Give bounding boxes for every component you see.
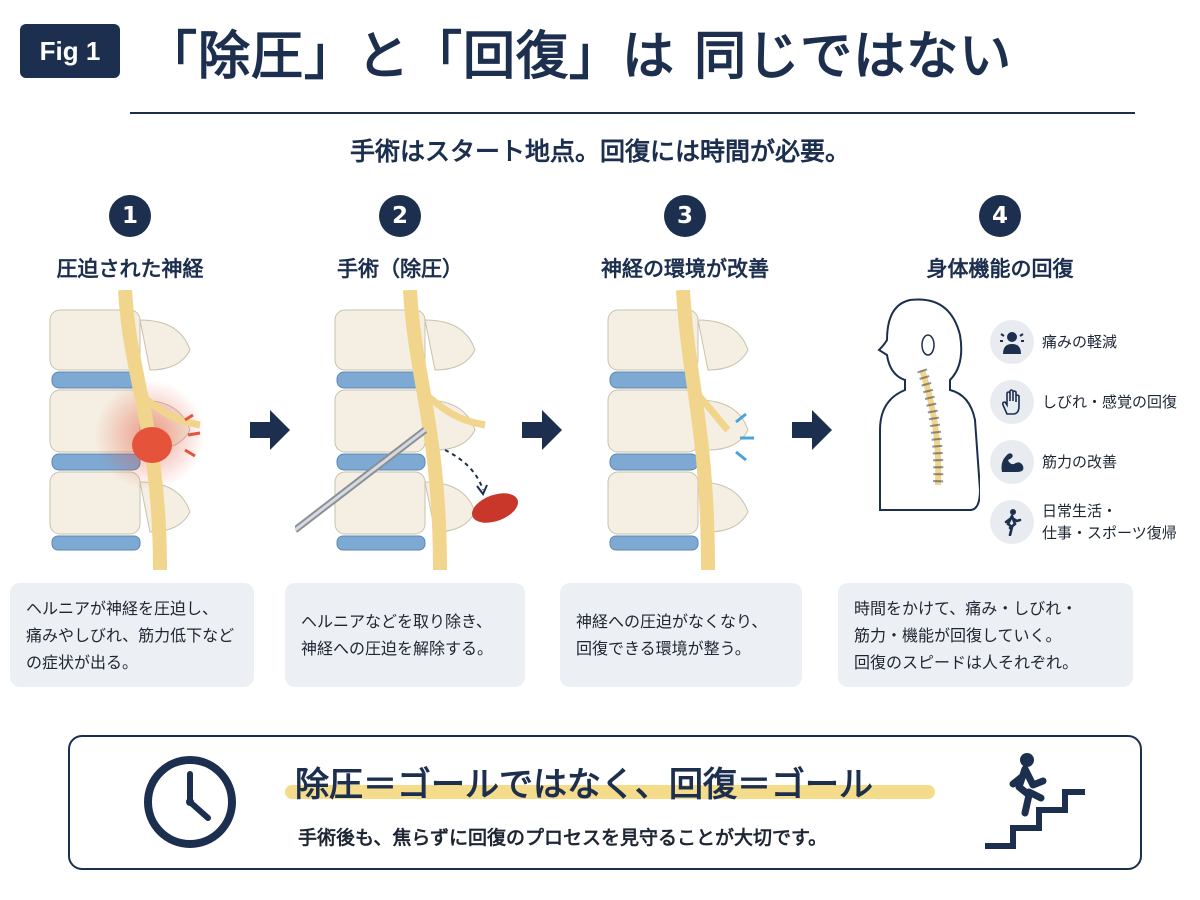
clock-icon xyxy=(144,756,236,848)
arrow-right-icon xyxy=(250,410,290,450)
vertebra-stack xyxy=(607,309,749,551)
surgery-illustration xyxy=(295,290,518,570)
compressed-nerve-illustration xyxy=(49,290,205,570)
arrow-right-icon xyxy=(522,410,562,450)
step-3-header: 3 神経の環境が改善 xyxy=(550,195,820,283)
benefit-pain-relief: 痛みの軽減 xyxy=(990,320,1117,364)
step-3-title: 神経の環境が改善 xyxy=(601,257,769,281)
step-4-title: 身体機能の回復 xyxy=(926,257,1074,281)
step-2-header: 2 手術（除圧） xyxy=(265,195,535,283)
step-4-number: 4 xyxy=(979,195,1021,237)
step-4-description: 時間をかけて、痛み・しびれ・ 筋力・機能が回復していく。 回復のスピードは人それ… xyxy=(838,583,1133,687)
hand-icon xyxy=(990,380,1034,424)
walking-person-icon xyxy=(990,500,1034,544)
step-2-number: 2 xyxy=(379,195,421,237)
headline-highlight xyxy=(285,785,935,799)
key-message-subtext: 手術後も、焦らずに回復のプロセスを見守ることが大切です。 xyxy=(298,827,828,849)
step-2-description: ヘルニアなどを取り除き、 神経への圧迫を解除する。 xyxy=(285,583,525,687)
step-3-description: 神経への圧迫がなくなり、 回復できる環境が整う。 xyxy=(560,583,802,687)
benefit-strength: 筋力の改善 xyxy=(990,440,1117,484)
step-2-title: 手術（除圧） xyxy=(337,257,463,281)
recovered-body-illustration xyxy=(877,298,980,511)
step-3-number: 3 xyxy=(664,195,706,237)
benefit-label: 日常生活・ 仕事・スポーツ復帰 xyxy=(1042,502,1177,542)
step-1-description: ヘルニアが神経を圧迫し、 痛みやしびれ、筋力低下など の症状が出る。 xyxy=(10,583,254,687)
muscle-icon xyxy=(990,440,1034,484)
step-4-header: 4 身体機能の回復 xyxy=(865,195,1135,283)
pain-marks xyxy=(184,413,201,458)
step-1-title: 圧迫された神経 xyxy=(56,257,204,281)
pain-relief-icon xyxy=(990,320,1034,364)
removed-herniation xyxy=(472,493,518,523)
page-subtitle: 手術はスタート地点。回復には時間が必要。 xyxy=(349,137,850,166)
climbing-stairs-icon xyxy=(985,753,1085,849)
benefit-daily-life: 日常生活・ 仕事・スポーツ復帰 xyxy=(990,500,1177,544)
key-message-headline: 除圧＝ゴールではなく、回復＝ゴール xyxy=(295,765,873,805)
title-divider xyxy=(130,112,1135,114)
benefit-label: 痛みの軽減 xyxy=(1042,333,1118,351)
page-title: 「除圧」と「回復」は 同じではない xyxy=(145,27,1013,87)
improved-environment-illustration xyxy=(607,290,754,570)
relief-marks xyxy=(735,412,754,462)
key-message-box xyxy=(68,735,1142,870)
benefit-label: しびれ・感覚の回復 xyxy=(1042,393,1178,411)
vertebra-stack xyxy=(334,309,476,551)
benefit-sensation: しびれ・感覚の回復 xyxy=(990,380,1177,424)
step-1-number: 1 xyxy=(109,195,151,237)
step-1-header: 1 圧迫された神経 xyxy=(0,195,265,283)
herniation xyxy=(132,427,172,463)
benefit-label: 筋力の改善 xyxy=(1042,453,1118,471)
arrow-right-icon xyxy=(792,410,832,450)
figure-label: Fig 1 xyxy=(20,24,120,78)
